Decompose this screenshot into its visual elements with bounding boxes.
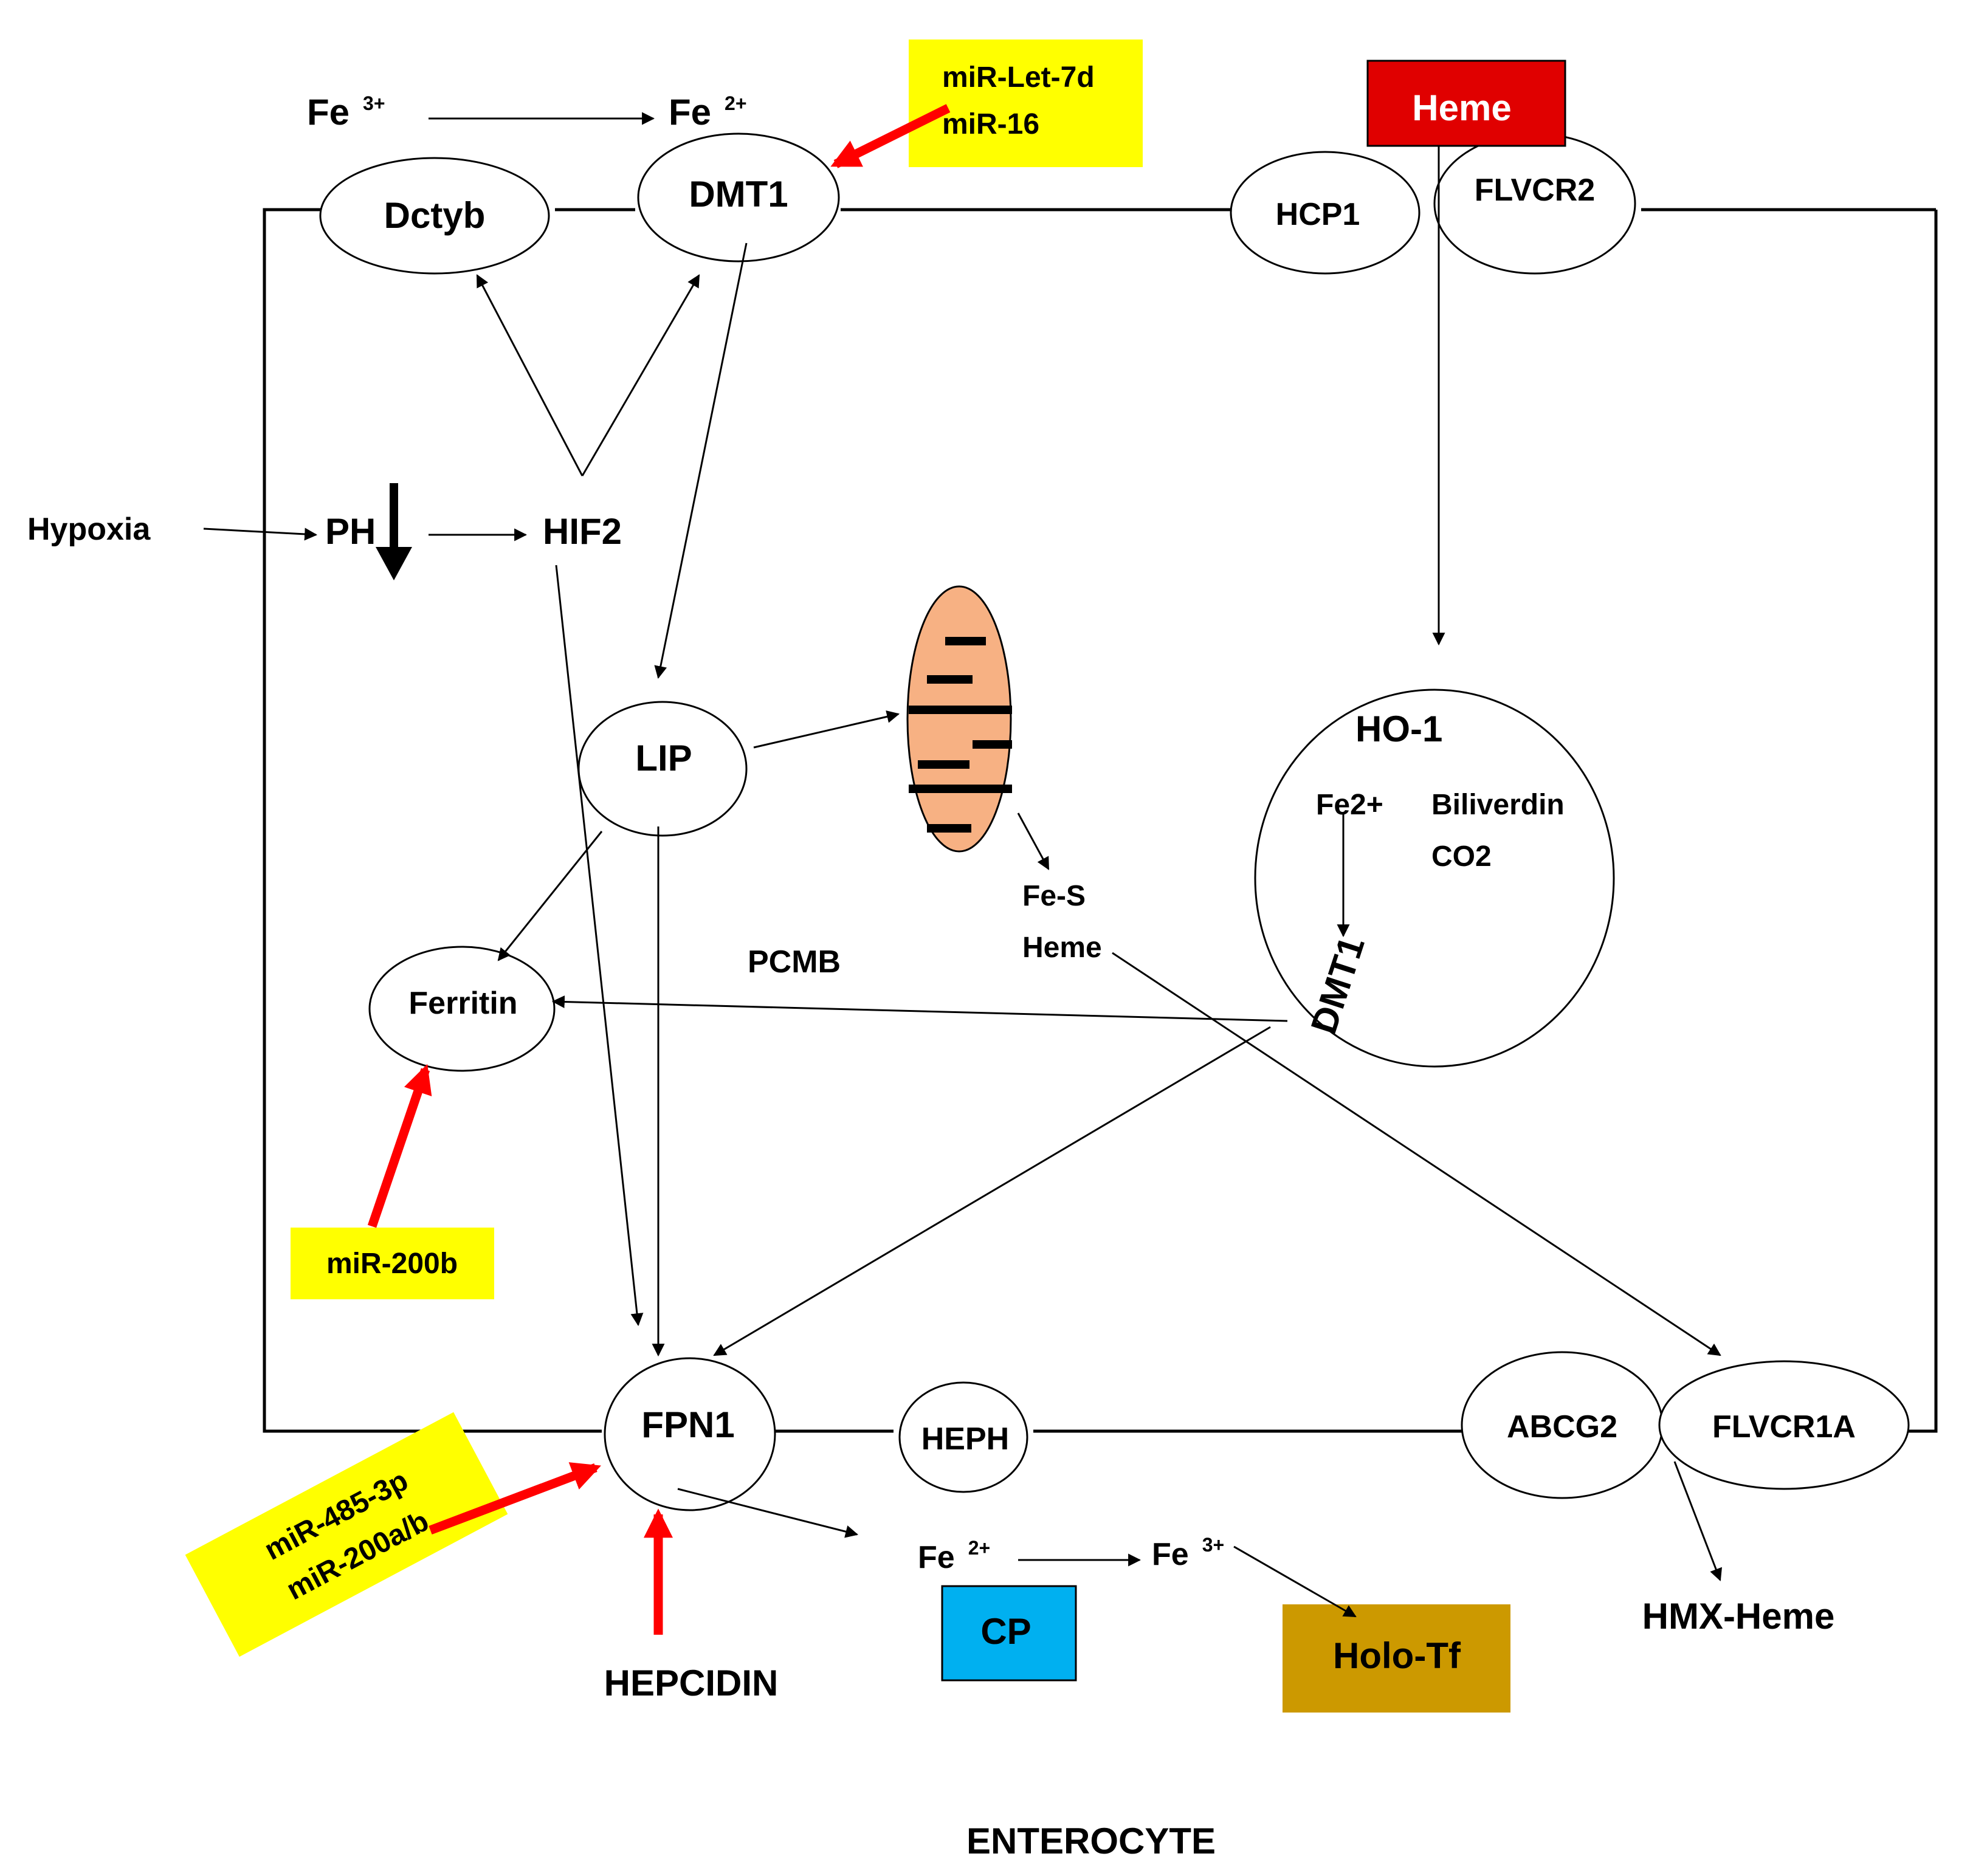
heme-box <box>1366 60 1566 147</box>
arrow-heme-to-flvcr1a <box>1112 952 1721 1356</box>
hmx-heme-label: HMX-Heme <box>1642 1596 1835 1637</box>
arrow-lip-to-ferritin <box>497 831 603 961</box>
fpn1-label: FPN1 <box>641 1404 734 1445</box>
ho1-compartment <box>1254 689 1615 1068</box>
heph-label: HEPH <box>921 1421 1009 1457</box>
arrow-fpn1-to-fe2-bottom <box>677 1488 859 1538</box>
ph-label: PH <box>325 511 376 552</box>
dctyb-transporter <box>319 157 550 275</box>
heme-top-label: Heme <box>1412 88 1511 128</box>
mirna-200b-label: miR-200b <box>326 1248 458 1280</box>
cp-box <box>941 1585 1077 1682</box>
arrow-hif2-to-dmt1 <box>581 274 700 476</box>
lip-label: LIP <box>635 738 692 778</box>
hypoxia-label: Hypoxia <box>27 512 151 547</box>
ho1-fe2-label: Fe2+ <box>1316 789 1383 821</box>
abcg2-label: ABCG2 <box>1507 1409 1617 1445</box>
mirna-200b-box <box>291 1228 494 1299</box>
cp-label: CP <box>980 1611 1031 1652</box>
hif2-label: HIF2 <box>543 511 622 552</box>
arrow-dmt1-vesicle-to-fpn1 <box>713 1026 1271 1356</box>
arrow-mitochondrion-to-fes <box>1017 813 1050 870</box>
arrow-flvcr1a-to-hmx-heme <box>1673 1461 1723 1581</box>
hcp1-label: HCP1 <box>1276 197 1360 232</box>
arrow-mirna-485-to-fpn1 <box>429 1462 601 1535</box>
flvcr1a-label: FLVCR1A <box>1712 1409 1856 1445</box>
cell-membrane <box>263 208 1938 1433</box>
mirna-485-200ab-box <box>185 1412 508 1657</box>
arrow-dmt1-to-lip <box>654 242 748 679</box>
ph-decrease-arrow <box>376 483 412 580</box>
mirna-let7d-16-box <box>909 40 1143 167</box>
arrow-hif2-to-fpn1 <box>555 565 644 1327</box>
dmt1-label: DMT1 <box>689 174 788 215</box>
mirna-16-label: miR-16 <box>942 108 1039 140</box>
heph-protein <box>898 1381 1028 1493</box>
fpn1-transporter <box>604 1357 776 1511</box>
hepcidin-label: HEPCIDIN <box>604 1663 779 1703</box>
arrow-hif2-to-dctyb <box>476 274 584 476</box>
arrow-mirna-200b-to-ferritin <box>367 1063 432 1228</box>
ferritin-store <box>368 946 556 1072</box>
biliverdin-label: Biliverdin <box>1431 789 1565 821</box>
hcp1-transporter <box>1230 151 1421 275</box>
mitochondrion-icon <box>906 585 1012 853</box>
holo-tf-box <box>1283 1604 1510 1713</box>
co2-label: CO2 <box>1431 840 1492 873</box>
flvcr1a-transporter <box>1658 1360 1910 1490</box>
arrow-dmt1-vesicle-to-ferritin <box>551 995 1288 1022</box>
arrow-hypoxia-to-ph <box>203 527 318 541</box>
arrow-mirna-let7d-to-dmt1 <box>830 104 951 168</box>
heme-mito-label: Heme <box>1022 932 1102 964</box>
arrow-lip-to-mitochondrion <box>753 710 900 749</box>
dctyb-label: Dctyb <box>384 195 486 236</box>
ferritin-label: Ferritin <box>408 986 517 1021</box>
pcmb-label: PCMB <box>748 944 841 980</box>
flvcr2-label: FLVCR2 <box>1475 173 1595 208</box>
fe-s-label: Fe-S <box>1022 880 1086 912</box>
holo-tf-label: Holo-Tf <box>1333 1635 1461 1676</box>
arrow-fe3-to-holo-tf <box>1233 1545 1357 1618</box>
diagram-title: ENTEROCYTE <box>966 1821 1216 1861</box>
ho1-label: HO-1 <box>1355 709 1442 749</box>
mirna-let7d-label: miR-Let-7d <box>942 61 1095 94</box>
dmt1-transporter <box>637 132 840 263</box>
